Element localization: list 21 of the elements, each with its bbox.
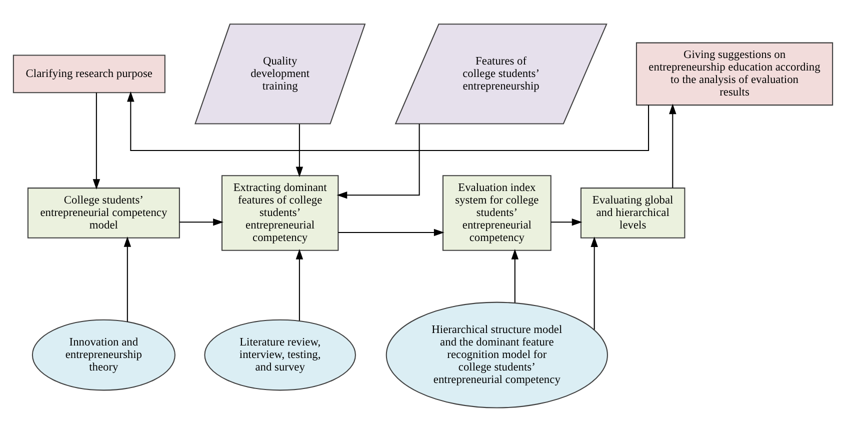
- arrow: [295, 248, 303, 321]
- node-box: College students’ entrepreneurial competency model: [26, 188, 180, 238]
- node-box: Clarifying research purpose: [12, 54, 165, 94]
- arrow: [126, 91, 649, 152]
- node-box: Evaluation index system for college students’ entrepreneurial competency: [442, 175, 551, 251]
- arrow: [668, 104, 676, 188]
- arrow: [179, 218, 223, 226]
- arrow: [338, 228, 444, 236]
- node-ellipse: Hierarchical structure model and the dominant feature recognition model for college students’ entrepreneurial competency: [385, 302, 608, 408]
- arrow: [550, 218, 582, 226]
- node-ellipse: Innovation and entrepreneurship theory: [31, 319, 175, 391]
- node-ellipse: Literature review, interview, testing, and survey: [204, 319, 356, 391]
- arrow: [92, 92, 100, 190]
- arrow: [336, 124, 420, 199]
- node-box: Evaluating global and hierarchical levels: [580, 188, 685, 238]
- node-box: Extracting dominant features of college students’ entrepreneurial competency: [220, 175, 338, 251]
- arrow: [590, 236, 598, 330]
- arrow: [295, 124, 303, 178]
- node-box: Giving suggestions on entrepreneurship education according to the analysis of evaluation results: [635, 42, 833, 106]
- arrow: [123, 236, 131, 322]
- arrow: [510, 249, 518, 303]
